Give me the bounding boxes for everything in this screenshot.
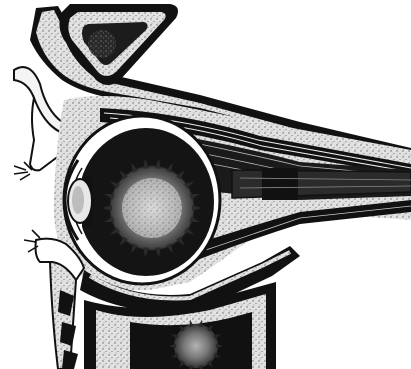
- intraocular-tumor: [110, 166, 194, 250]
- optic-nerve-sheath-segment: [262, 168, 298, 200]
